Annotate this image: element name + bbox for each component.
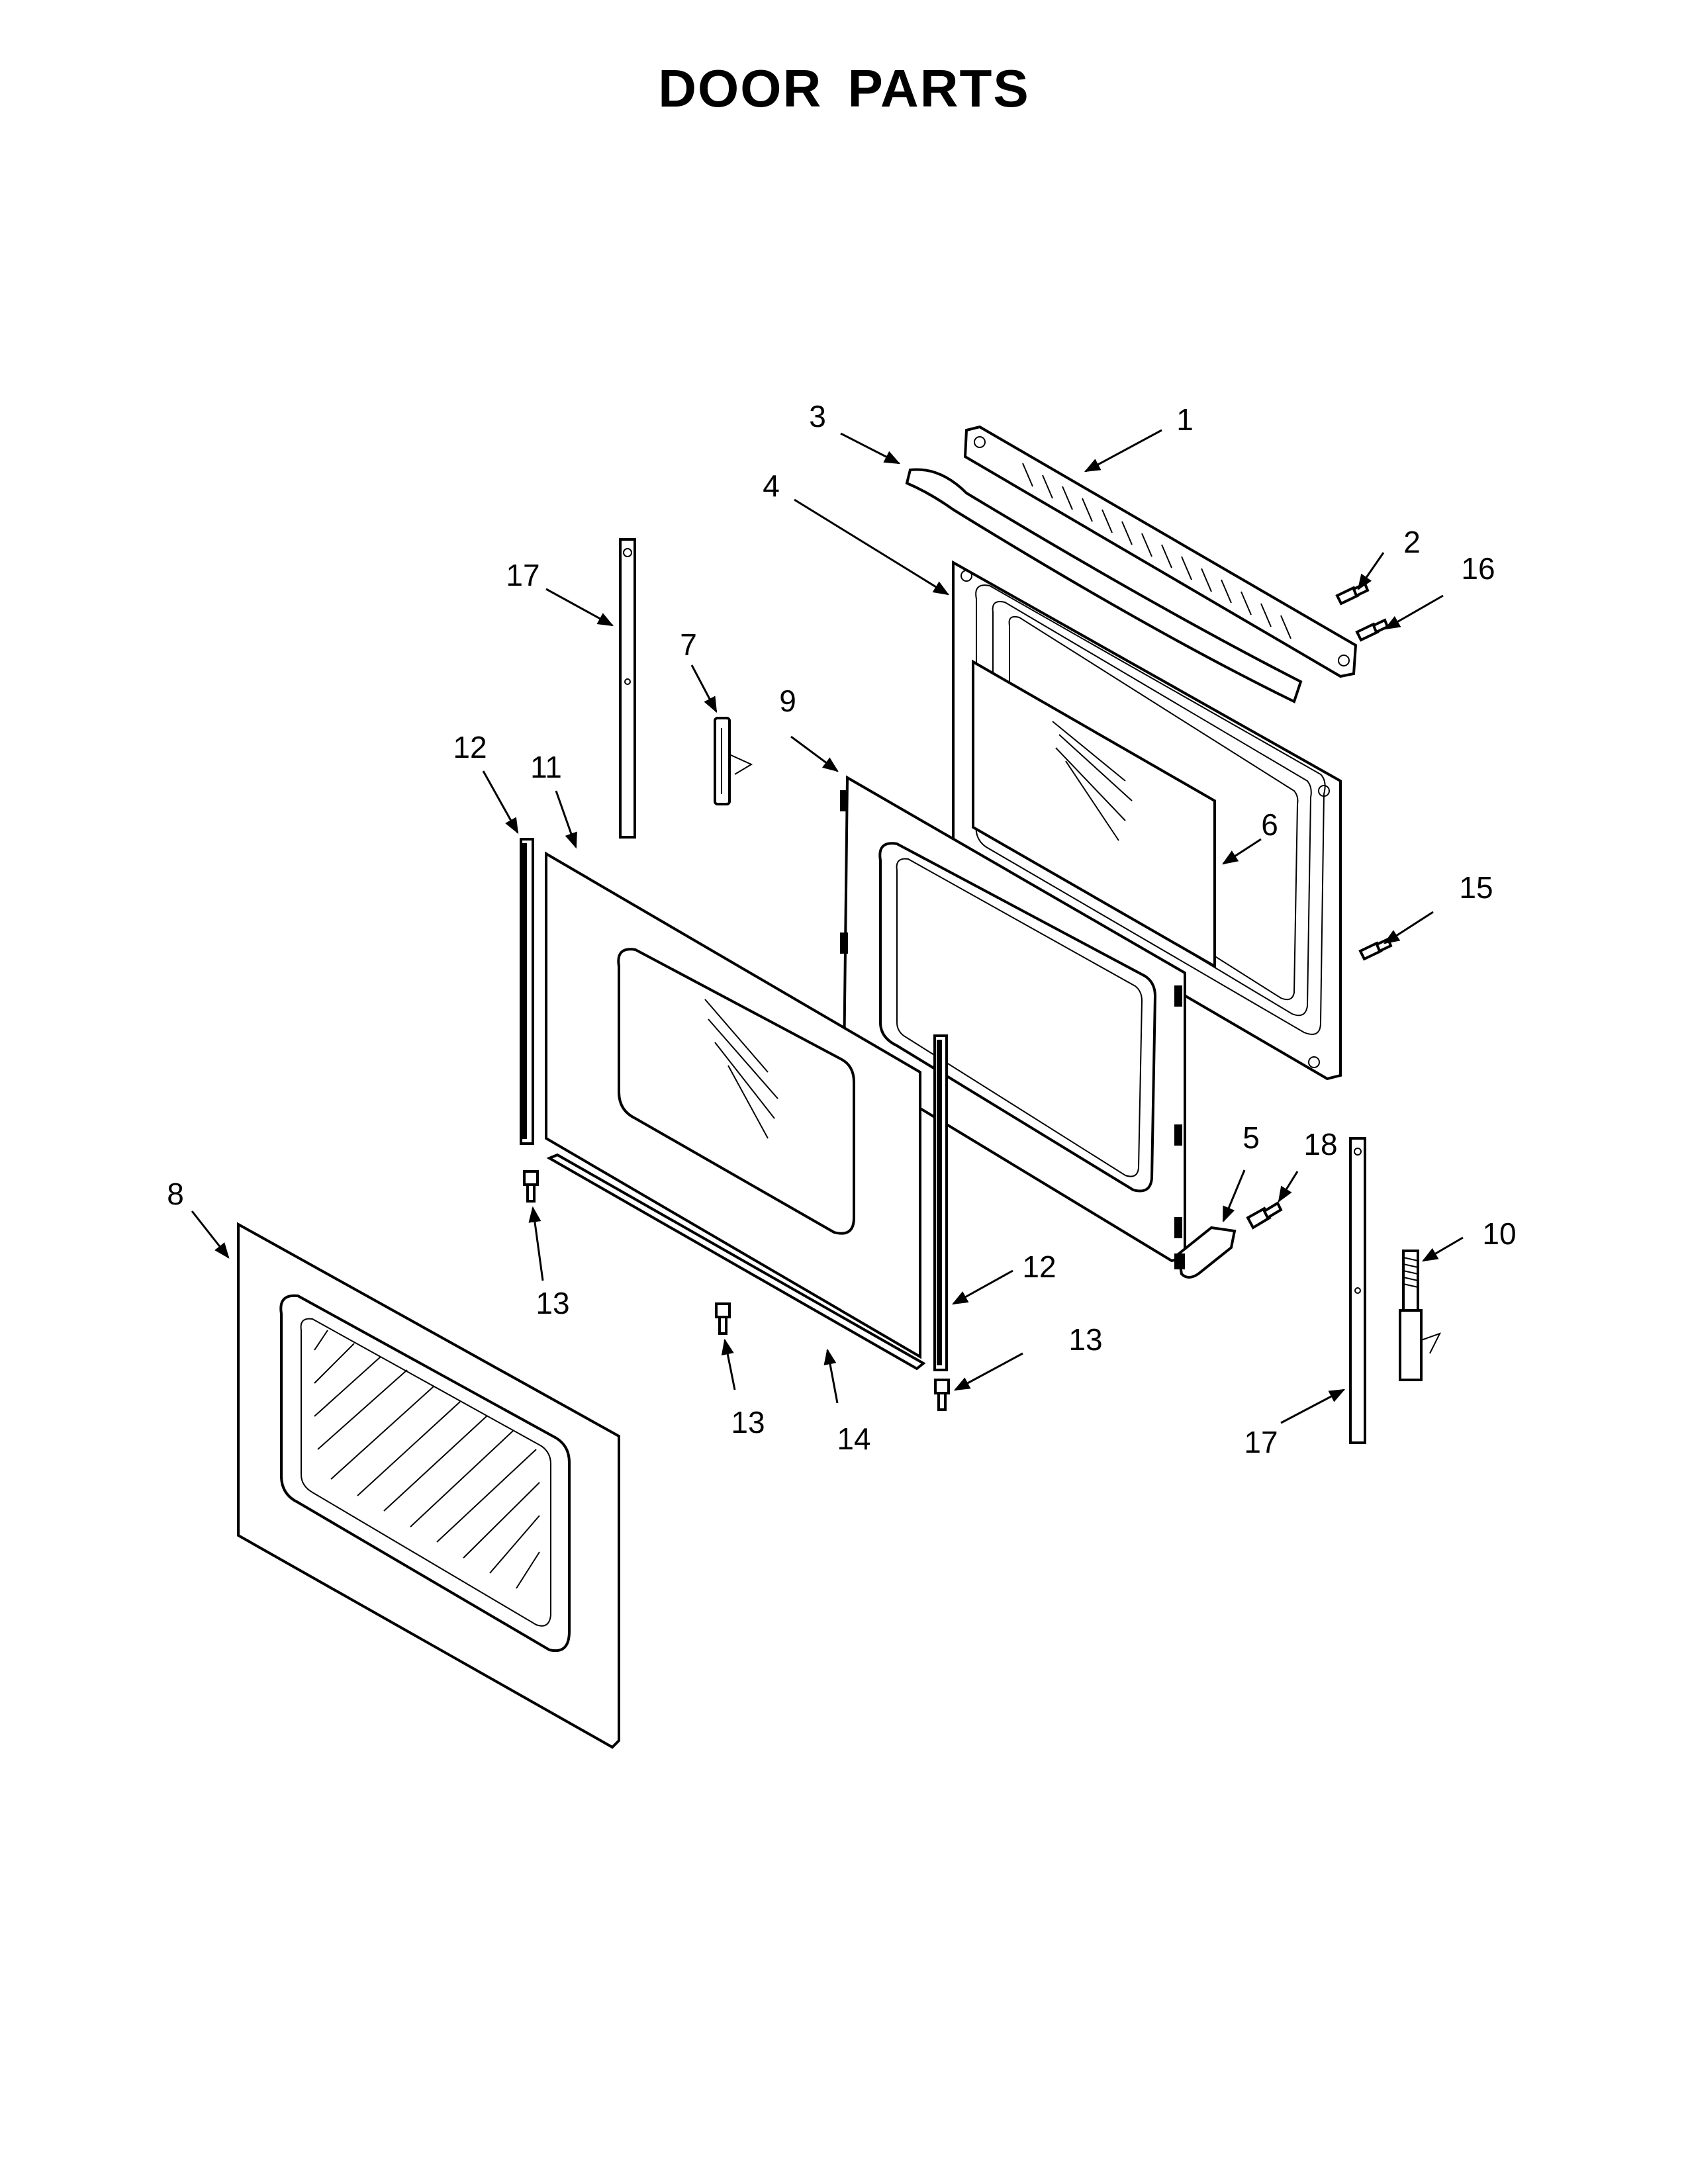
callout-17-left: 17: [506, 558, 539, 592]
callout-9: 9: [779, 684, 796, 718]
part-6-inner-glass: [972, 659, 1216, 969]
leader-lines: [191, 429, 1464, 1424]
callout-18: 18: [1303, 1127, 1337, 1161]
callout-13-left: 13: [536, 1286, 569, 1320]
callout-17-right: 17: [1244, 1425, 1278, 1459]
part-3-top-trim: [905, 468, 1303, 704]
callout-4: 4: [763, 469, 780, 503]
callout-3: 3: [809, 399, 826, 433]
page-title: DOOR PARTS: [658, 59, 1030, 118]
part-12-left-side-trim: [520, 838, 534, 1145]
callout-11: 11: [530, 750, 562, 784]
part-5-hinge-bracket: [1174, 1226, 1237, 1279]
part-17-left-strip: [619, 538, 636, 839]
callout-6: 6: [1261, 807, 1278, 842]
part-17-right-strip: [1349, 1137, 1366, 1444]
part-13-screw-left: [523, 1170, 539, 1203]
callout-2: 2: [1403, 525, 1421, 559]
callout-8: 8: [167, 1177, 184, 1211]
callout-7: 7: [680, 627, 697, 662]
part-10-hinge: [1399, 1250, 1442, 1381]
part-1-vent-trim: [963, 425, 1358, 678]
callout-5: 5: [1243, 1120, 1260, 1155]
callout-16: 16: [1461, 551, 1495, 586]
callout-12-left: 12: [453, 730, 487, 764]
callout-labels: 1 2 3 4 5 6 7 8 9 10 11 12 12 13 13 13 1…: [167, 399, 1516, 1459]
part-14-bottom-trim: [546, 1153, 926, 1371]
part-2-screw: [1335, 582, 1370, 606]
part-13-screw-right: [934, 1379, 950, 1411]
callout-14: 14: [837, 1422, 870, 1456]
part-16-screw: [1355, 618, 1389, 642]
part-11-door-glass: [545, 851, 921, 1359]
part-8-outer-door-panel: [237, 1222, 620, 1749]
part-12-right-side-trim: [933, 1034, 948, 1371]
part-13-screw-middle: [715, 1302, 731, 1335]
part-7-bracket: [714, 717, 753, 805]
callout-10: 10: [1482, 1216, 1516, 1251]
part-18-screw: [1246, 1201, 1283, 1230]
callout-13-right: 13: [1068, 1322, 1102, 1357]
callout-15: 15: [1459, 870, 1493, 905]
callout-13-middle: 13: [731, 1405, 765, 1439]
callout-1: 1: [1176, 402, 1194, 437]
callout-12-right: 12: [1022, 1250, 1056, 1284]
